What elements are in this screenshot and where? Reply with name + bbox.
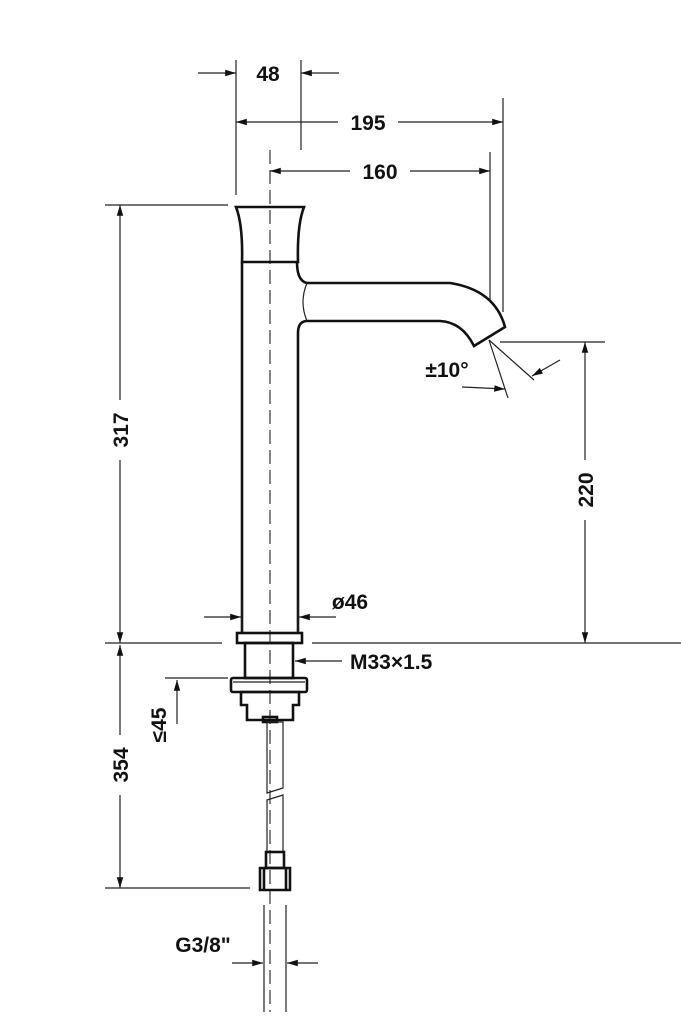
dim-connection: G3/8" <box>175 905 318 1012</box>
deck-thickness-label: ≤45 <box>148 707 171 742</box>
hose-length-label: 354 <box>110 747 133 782</box>
fixing-nut <box>239 690 301 722</box>
dim-195: 195 <box>236 98 504 312</box>
dim-angle: ±10° <box>425 339 561 399</box>
dim-160: 160 <box>270 152 491 300</box>
hose-upper <box>266 721 284 794</box>
dim-354: 354 <box>105 645 250 889</box>
dim-deck-thickness: ≤45 <box>148 677 228 742</box>
body-diameter-label: ø46 <box>332 591 368 614</box>
outlet-height-label: 220 <box>575 472 598 507</box>
handle-width-label: 48 <box>256 63 280 86</box>
thread-label: M33×1.5 <box>350 651 433 674</box>
hose-connector <box>258 866 292 892</box>
dim-317: 317 <box>105 204 228 644</box>
dim-thread: M33×1.5 <box>295 651 433 674</box>
spout-angle-label: ±10° <box>425 359 468 382</box>
spout-reach-label: 160 <box>362 161 397 184</box>
dim-220: 220 <box>312 341 681 644</box>
thread-shank <box>243 641 295 680</box>
mounting-flange <box>229 676 309 694</box>
faucet-body <box>229 205 507 892</box>
overall-depth-label: 195 <box>350 112 385 135</box>
body-height-label: 317 <box>110 412 133 447</box>
dim-diameter: ø46 <box>204 591 368 632</box>
spout <box>295 261 507 633</box>
dim-48: 48 <box>198 60 339 195</box>
connection-label: G3/8" <box>175 934 230 957</box>
